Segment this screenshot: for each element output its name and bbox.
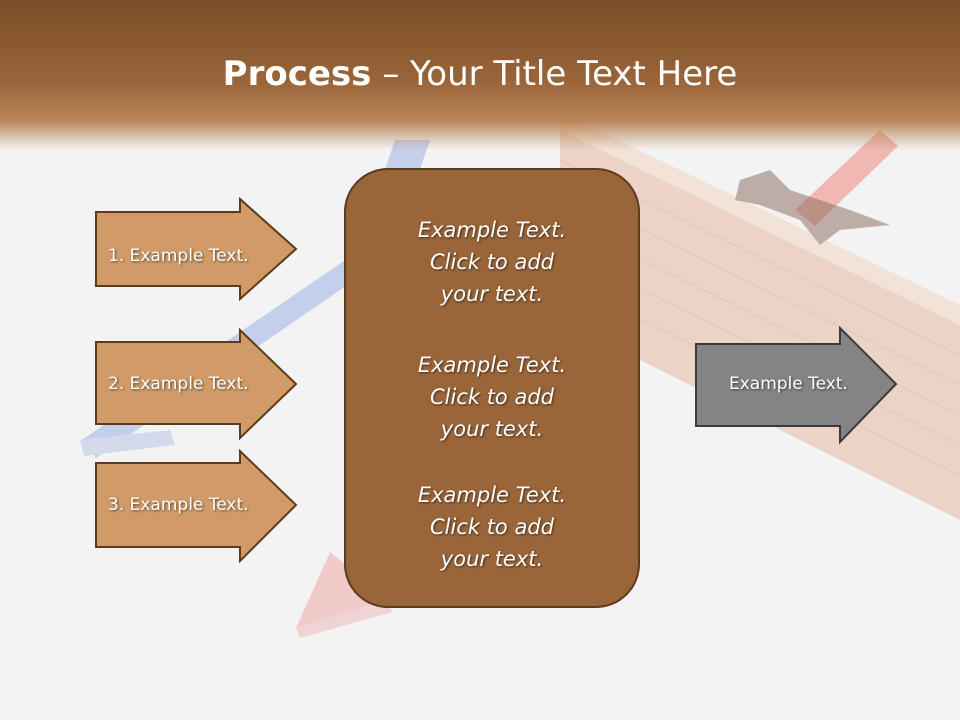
center-block-2-line-2: Click to add (429, 385, 554, 409)
center-block-1-line-3: your text. (440, 282, 544, 306)
center-block-1-line-1: Example Text. (417, 218, 567, 242)
left-arrow-2[interactable] (94, 328, 300, 440)
center-block-2-line-1: Example Text. (417, 353, 567, 377)
slide-title: Process – Your Title Text Here (0, 52, 960, 96)
center-block-1-line-2: Click to add (429, 250, 554, 274)
title-rest: Your Title Text Here (410, 54, 738, 94)
left-arrow-3[interactable] (94, 449, 300, 565)
center-text-block-1: Example Text. Click to add your text. (346, 214, 638, 310)
title-bar (0, 0, 960, 150)
center-block-2-line-3: your text. (440, 417, 544, 441)
center-text-block-2: Example Text. Click to add your text. (346, 349, 638, 445)
center-block-3-line-3: your text. (440, 547, 544, 571)
left-arrow-2-label: 2. Example Text. (108, 374, 249, 394)
center-block-3-line-2: Click to add (429, 515, 554, 539)
left-arrow-1[interactable] (94, 197, 300, 301)
left-arrow-3-label: 3. Example Text. (108, 495, 249, 515)
right-arrow[interactable] (694, 326, 900, 446)
left-arrow-1-label: 1. Example Text. (108, 246, 249, 266)
title-separator: – (371, 54, 411, 94)
title-bold: Process (222, 54, 372, 94)
center-text-box[interactable]: Example Text. Click to add your text. Ex… (344, 168, 640, 608)
right-arrow-label: Example Text. (729, 374, 848, 394)
center-block-3-line-1: Example Text. (417, 483, 567, 507)
center-text-block-3: Example Text. Click to add your text. (346, 479, 638, 575)
